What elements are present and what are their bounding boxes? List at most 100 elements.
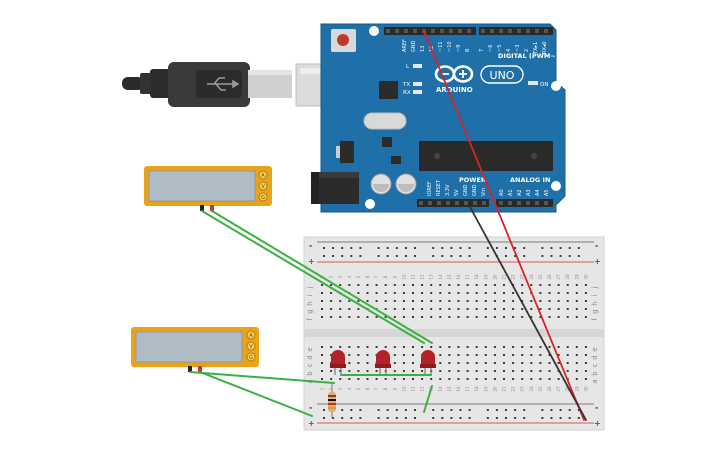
breadboard-hole[interactable] <box>503 292 505 294</box>
breadboard-hole[interactable] <box>457 354 460 356</box>
breadboard-hole[interactable] <box>584 370 587 372</box>
breadboard-hole[interactable] <box>541 417 544 419</box>
breadboard-hole[interactable] <box>521 354 524 356</box>
breadboard-hole[interactable] <box>575 346 578 348</box>
breadboard-hole[interactable] <box>393 300 396 302</box>
breadboard-hole[interactable] <box>539 354 542 356</box>
breadboard-hole[interactable] <box>475 362 478 364</box>
breadboard-hole[interactable] <box>439 300 442 302</box>
breadboard-hole[interactable] <box>321 354 323 356</box>
breadboard-hole[interactable] <box>393 362 396 364</box>
breadboard-hole[interactable] <box>402 292 405 294</box>
breadboard-hole[interactable] <box>466 346 469 348</box>
breadboard-hole[interactable] <box>584 362 587 364</box>
breadboard-hole[interactable] <box>393 370 396 372</box>
breadboard-hole[interactable] <box>559 255 562 257</box>
breadboard-hole[interactable] <box>466 378 469 380</box>
breadboard-hole[interactable] <box>393 284 396 286</box>
breadboard-hole[interactable] <box>393 308 396 310</box>
breadboard-hole[interactable] <box>475 284 478 286</box>
breadboard-hole[interactable] <box>468 247 471 249</box>
breadboard-hole[interactable] <box>512 362 515 364</box>
breadboard-hole[interactable] <box>357 292 360 294</box>
breadboard-hole[interactable] <box>359 247 362 249</box>
breadboard-hole[interactable] <box>512 378 515 380</box>
breadboard-hole[interactable] <box>404 417 407 419</box>
breadboard-hole[interactable] <box>484 292 487 294</box>
breadboard-hole[interactable] <box>493 300 496 302</box>
breadboard-hole[interactable] <box>384 378 387 380</box>
breadboard-hole[interactable] <box>441 417 444 419</box>
breadboard-hole[interactable] <box>530 300 533 302</box>
breadboard-hole[interactable] <box>421 308 424 310</box>
breadboard-hole[interactable] <box>539 362 542 364</box>
breadboard-hole[interactable] <box>575 284 578 286</box>
breadboard-hole[interactable] <box>466 308 469 310</box>
breadboard-hole[interactable] <box>512 354 515 356</box>
breadboard-hole[interactable] <box>448 300 451 302</box>
breadboard-hole[interactable] <box>548 346 551 348</box>
breadboard-hole[interactable] <box>493 370 496 372</box>
breadboard-hole[interactable] <box>375 370 378 372</box>
breadboard-hole[interactable] <box>539 284 542 286</box>
breadboard-hole[interactable] <box>348 300 351 302</box>
breadboard-hole[interactable] <box>402 378 405 380</box>
breadboard-hole[interactable] <box>414 255 416 257</box>
breadboard-hole[interactable] <box>375 300 378 302</box>
breadboard-hole[interactable] <box>568 417 571 419</box>
breadboard-hole[interactable] <box>566 292 569 294</box>
breadboard-hole[interactable] <box>521 292 524 294</box>
breadboard-hole[interactable] <box>441 409 444 411</box>
breadboard-hole[interactable] <box>341 409 344 411</box>
breadboard-hole[interactable] <box>505 417 507 419</box>
breadboard-hole[interactable] <box>503 362 505 364</box>
breadboard-hole[interactable] <box>457 308 460 310</box>
breadboard-hole[interactable] <box>341 255 344 257</box>
breadboard-hole[interactable] <box>384 308 387 310</box>
breadboard-hole[interactable] <box>568 247 571 249</box>
breadboard-hole[interactable] <box>486 409 489 411</box>
led-2[interactable] <box>375 350 391 375</box>
breadboard-hole[interactable] <box>577 255 580 257</box>
wire-green[interactable] <box>189 371 335 384</box>
breadboard-hole[interactable] <box>493 378 496 380</box>
breadboard-hole[interactable] <box>339 316 342 318</box>
breadboard-hole[interactable] <box>566 284 569 286</box>
breadboard-hole[interactable] <box>493 284 496 286</box>
breadboard-hole[interactable] <box>450 417 453 419</box>
breadboard-hole[interactable] <box>357 346 360 348</box>
breadboard-hole[interactable] <box>357 354 360 356</box>
breadboard-hole[interactable] <box>330 370 333 372</box>
breadboard-hole[interactable] <box>330 308 333 310</box>
breadboard-hole[interactable] <box>414 417 416 419</box>
breadboard-hole[interactable] <box>559 417 562 419</box>
breadboard-hole[interactable] <box>350 417 353 419</box>
breadboard-hole[interactable] <box>566 308 569 310</box>
breadboard-hole[interactable] <box>339 284 342 286</box>
breadboard-hole[interactable] <box>521 370 524 372</box>
breadboard-hole[interactable] <box>402 316 405 318</box>
breadboard-hole[interactable] <box>386 255 389 257</box>
sensor-module-1[interactable]: A V G <box>144 166 272 211</box>
breadboard-hole[interactable] <box>557 378 560 380</box>
breadboard-hole[interactable] <box>484 300 487 302</box>
breadboard-hole[interactable] <box>548 362 551 364</box>
breadboard-hole[interactable] <box>439 316 442 318</box>
breadboard-hole[interactable] <box>432 417 435 419</box>
breadboard-hole[interactable] <box>432 255 435 257</box>
breadboard-hole[interactable] <box>548 354 551 356</box>
wire-green[interactable] <box>211 210 433 344</box>
breadboard-hole[interactable] <box>412 378 414 380</box>
breadboard-hole[interactable] <box>584 354 587 356</box>
wire-green[interactable] <box>423 385 433 413</box>
breadboard-hole[interactable] <box>450 255 453 257</box>
breadboard-hole[interactable] <box>577 409 580 411</box>
breadboard-hole[interactable] <box>459 409 462 411</box>
breadboard-hole[interactable] <box>366 346 369 348</box>
breadboard-hole[interactable] <box>530 284 533 286</box>
breadboard-hole[interactable] <box>495 247 498 249</box>
breadboard-hole[interactable] <box>550 247 553 249</box>
breadboard-hole[interactable] <box>568 255 571 257</box>
wire-black[interactable] <box>469 206 587 421</box>
breadboard-hole[interactable] <box>332 255 335 257</box>
